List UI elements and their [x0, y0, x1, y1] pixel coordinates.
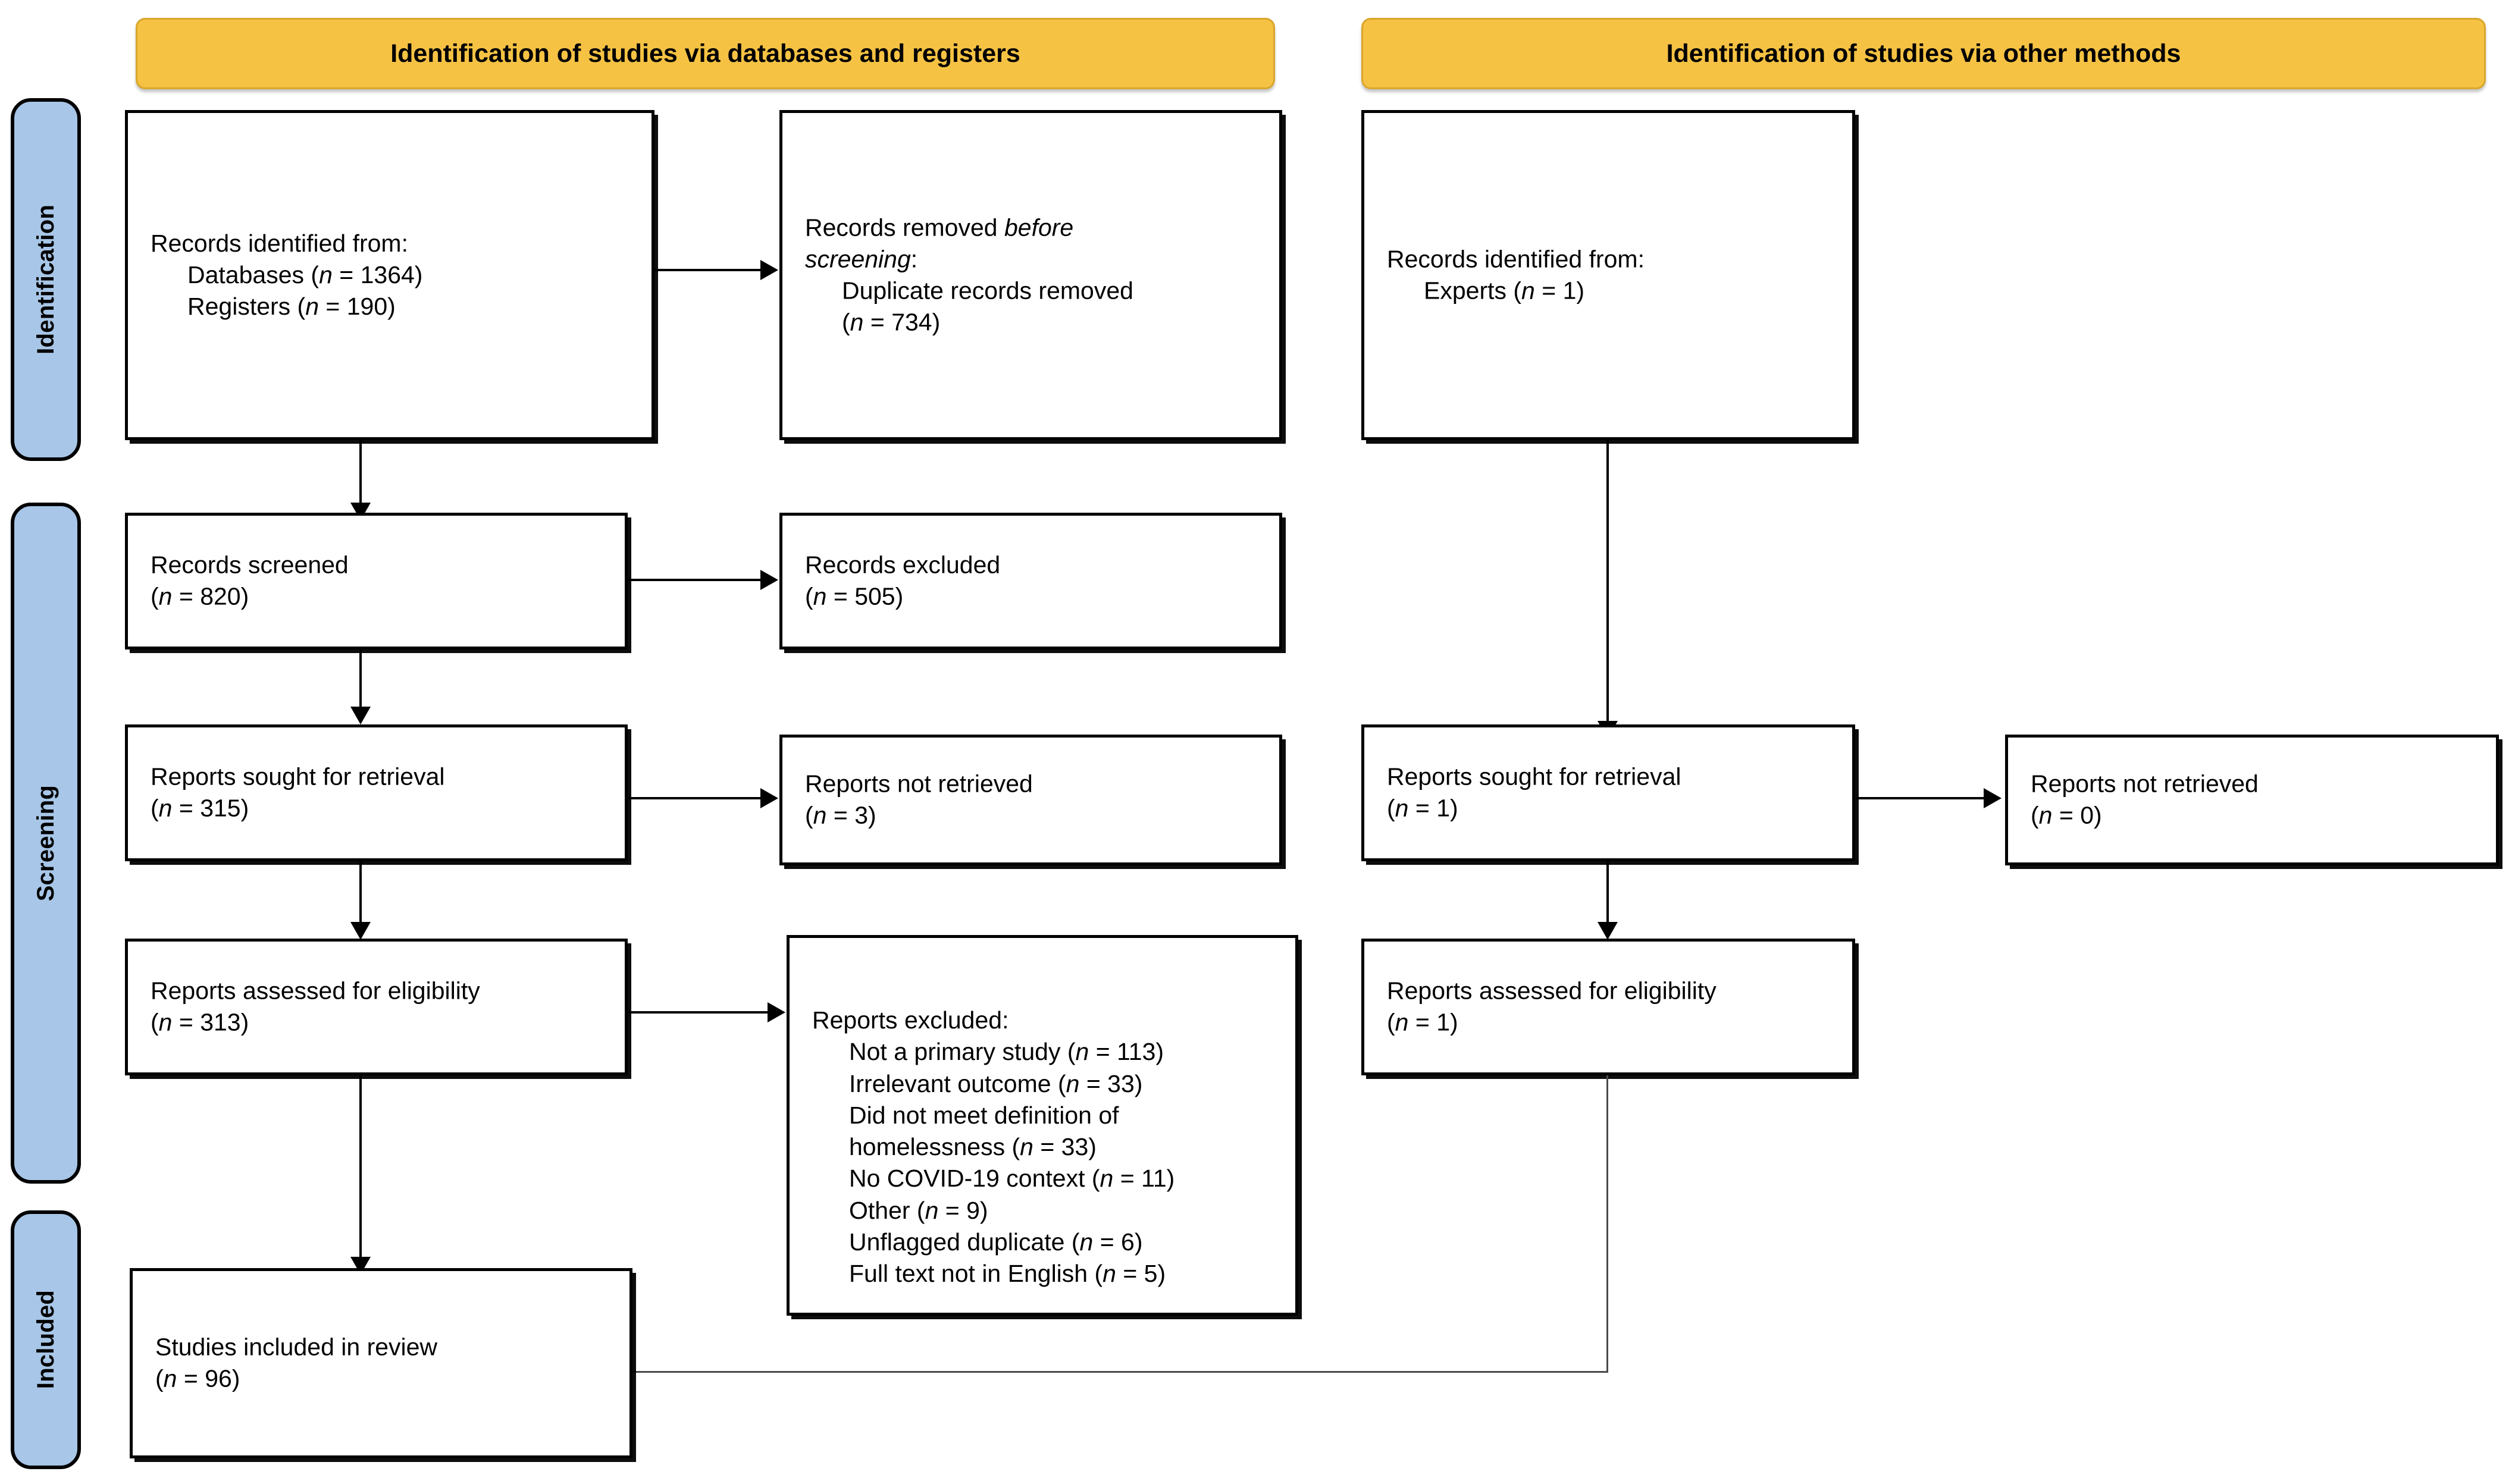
box-reports-assessed-for-eligibility-other: Reports assessed for eligibility (n = 1) — [1361, 939, 1855, 1075]
phase-label-identification: Identification — [32, 205, 59, 354]
text-line: (n = 0) — [2031, 802, 2102, 829]
connector-sought-to-assessed-right — [1606, 861, 1609, 924]
text-line: Did not meet definition of — [849, 1101, 1119, 1129]
text-line: Full text not in English (n = 5) — [849, 1260, 1166, 1288]
text-line: screening: — [805, 245, 918, 273]
text-line: Registers (n = 190) — [187, 293, 396, 321]
box-reports-not-retrieved-other: Reports not retrieved (n = 0) — [2005, 735, 2499, 865]
text-line: (n = 3) — [805, 802, 876, 829]
text-line: (n = 820) — [151, 583, 249, 610]
text-line: Databases (n = 1364) — [187, 261, 423, 288]
box-reports-assessed-right-content: Reports assessed for eligibility (n = 1) — [1387, 975, 1841, 1039]
phase-label-included: Included — [32, 1290, 59, 1389]
text-line: Reports sought for retrieval — [151, 763, 445, 790]
text-line: (n = 315) — [151, 795, 249, 822]
text-line: Reports assessed for eligibility — [1387, 977, 1717, 1005]
box-records-excluded-content: Records excluded (n = 505) — [805, 550, 1268, 613]
text-line: Studies included in review — [155, 1333, 438, 1361]
text-line: Reports sought for retrieval — [1387, 763, 1681, 790]
text-line: Other (n = 9) — [849, 1196, 988, 1224]
arrowhead-sought-to-not-retrieved-left — [760, 788, 778, 808]
section-header-databases-registers: Identification of studies via databases … — [136, 18, 1275, 89]
text-line: (n = 1) — [1387, 795, 1458, 822]
arrowhead-assessed-to-excluded — [768, 1002, 785, 1022]
arrowhead-sought-to-not-retrieved-right — [1984, 788, 2002, 808]
arrowhead-screened-to-reports-sought — [350, 707, 371, 724]
box-reports-assessed-left-content: Reports assessed for eligibility (n = 31… — [151, 975, 614, 1039]
text-line: Records removed before — [805, 213, 1074, 241]
text-line: Unflagged duplicate (n = 6) — [849, 1228, 1143, 1256]
text-line: Records screened — [151, 551, 349, 579]
section-header-databases-registers-label: Identification of studies via databases … — [390, 39, 1020, 68]
box-records-identified-experts-content: Records identified from: Experts (n = 1) — [1387, 243, 1841, 307]
box-studies-included-content: Studies included in review (n = 96) — [155, 1332, 619, 1395]
text-line: (n = 505) — [805, 583, 904, 610]
arrowhead-sought-to-assessed-right — [1598, 922, 1618, 940]
box-reports-not-retrieved-left-content: Reports not retrieved (n = 3) — [805, 768, 1268, 832]
text-line: (n = 96) — [155, 1365, 240, 1392]
section-header-other-methods: Identification of studies via other meth… — [1361, 18, 2486, 89]
connector-other-to-included-vertical — [1606, 1075, 1608, 1373]
arrowhead-identified-to-removed — [760, 260, 778, 280]
box-reports-sought-for-retrieval-other: Reports sought for retrieval (n = 1) — [1361, 724, 1855, 861]
connector-assessed-to-included — [359, 1075, 362, 1260]
box-records-identified-databases-content: Records identified from: Databases (n = … — [151, 228, 641, 323]
phase-bar-screening: Screening — [11, 503, 81, 1184]
connector-sought-to-not-retrieved-left — [628, 797, 762, 799]
section-header-other-methods-label: Identification of studies via other meth… — [1666, 39, 2181, 68]
box-records-removed-content: Records removed before screening: Duplic… — [805, 212, 1268, 338]
box-reports-sought-right-content: Reports sought for retrieval (n = 1) — [1387, 761, 1841, 825]
box-records-screened-content: Records screened (n = 820) — [151, 550, 614, 613]
box-reports-excluded-content: Reports excluded: Not a primary study (n… — [812, 1005, 1285, 1290]
connector-assessed-to-excluded — [628, 1011, 769, 1014]
box-records-identified-experts: Records identified from: Experts (n = 1) — [1361, 110, 1855, 440]
text-line: Records identified from: — [151, 229, 408, 257]
text-line: Experts (n = 1) — [1424, 277, 1585, 305]
box-records-identified-databases: Records identified from: Databases (n = … — [125, 110, 654, 440]
text-line: Records excluded — [805, 551, 1001, 579]
phase-label-screening: Screening — [32, 785, 59, 902]
box-records-screened: Records screened (n = 820) — [125, 513, 628, 650]
connector-identified-to-removed — [654, 269, 762, 271]
phase-bar-included: Included — [11, 1210, 81, 1469]
box-studies-included-in-review: Studies included in review (n = 96) — [130, 1268, 632, 1458]
text-line: Reports assessed for eligibility — [151, 977, 480, 1005]
text-line: homelessness (n = 33) — [849, 1133, 1097, 1161]
connector-sought-to-not-retrieved-right — [1856, 797, 1985, 799]
arrowhead-sought-to-assessed-left — [350, 922, 371, 940]
text-line: (n = 313) — [151, 1009, 249, 1036]
text-line: Reports not retrieved — [805, 770, 1033, 798]
box-reports-sought-for-retrieval-databases: Reports sought for retrieval (n = 315) — [125, 724, 628, 861]
connector-identified-to-screened — [359, 440, 362, 506]
box-reports-not-retrieved-right-content: Reports not retrieved (n = 0) — [2031, 768, 2485, 832]
text-line: No COVID-19 context (n = 11) — [849, 1165, 1175, 1193]
connector-screened-to-reports-sought — [359, 650, 362, 709]
connector-other-to-included-horizontal — [631, 1371, 1608, 1373]
box-reports-not-retrieved-databases: Reports not retrieved (n = 3) — [779, 735, 1282, 865]
text-line: Reports excluded: — [812, 1006, 1009, 1034]
connector-experts-to-reports-sought-other — [1606, 440, 1609, 723]
box-records-removed-before-screening: Records removed before screening: Duplic… — [779, 110, 1282, 440]
connector-sought-to-assessed-left — [359, 861, 362, 924]
connector-screened-to-excluded — [628, 579, 762, 581]
text-line: (n = 1) — [1387, 1009, 1458, 1036]
text-line: (n = 734) — [842, 308, 941, 336]
text-line: Irrelevant outcome (n = 33) — [849, 1069, 1143, 1097]
text-line: Not a primary study (n = 113) — [849, 1038, 1164, 1066]
box-records-excluded: Records excluded (n = 505) — [779, 513, 1282, 650]
phase-bar-identification: Identification — [11, 98, 81, 461]
box-reports-sought-left-content: Reports sought for retrieval (n = 315) — [151, 761, 614, 825]
text-line: Records identified from: — [1387, 245, 1645, 273]
arrowhead-screened-to-excluded — [760, 570, 778, 590]
box-reports-assessed-for-eligibility-databases: Reports assessed for eligibility (n = 31… — [125, 939, 628, 1075]
text-line: Reports not retrieved — [2031, 770, 2259, 798]
text-line: Duplicate records removed — [842, 277, 1133, 305]
box-reports-excluded: Reports excluded: Not a primary study (n… — [787, 935, 1298, 1316]
